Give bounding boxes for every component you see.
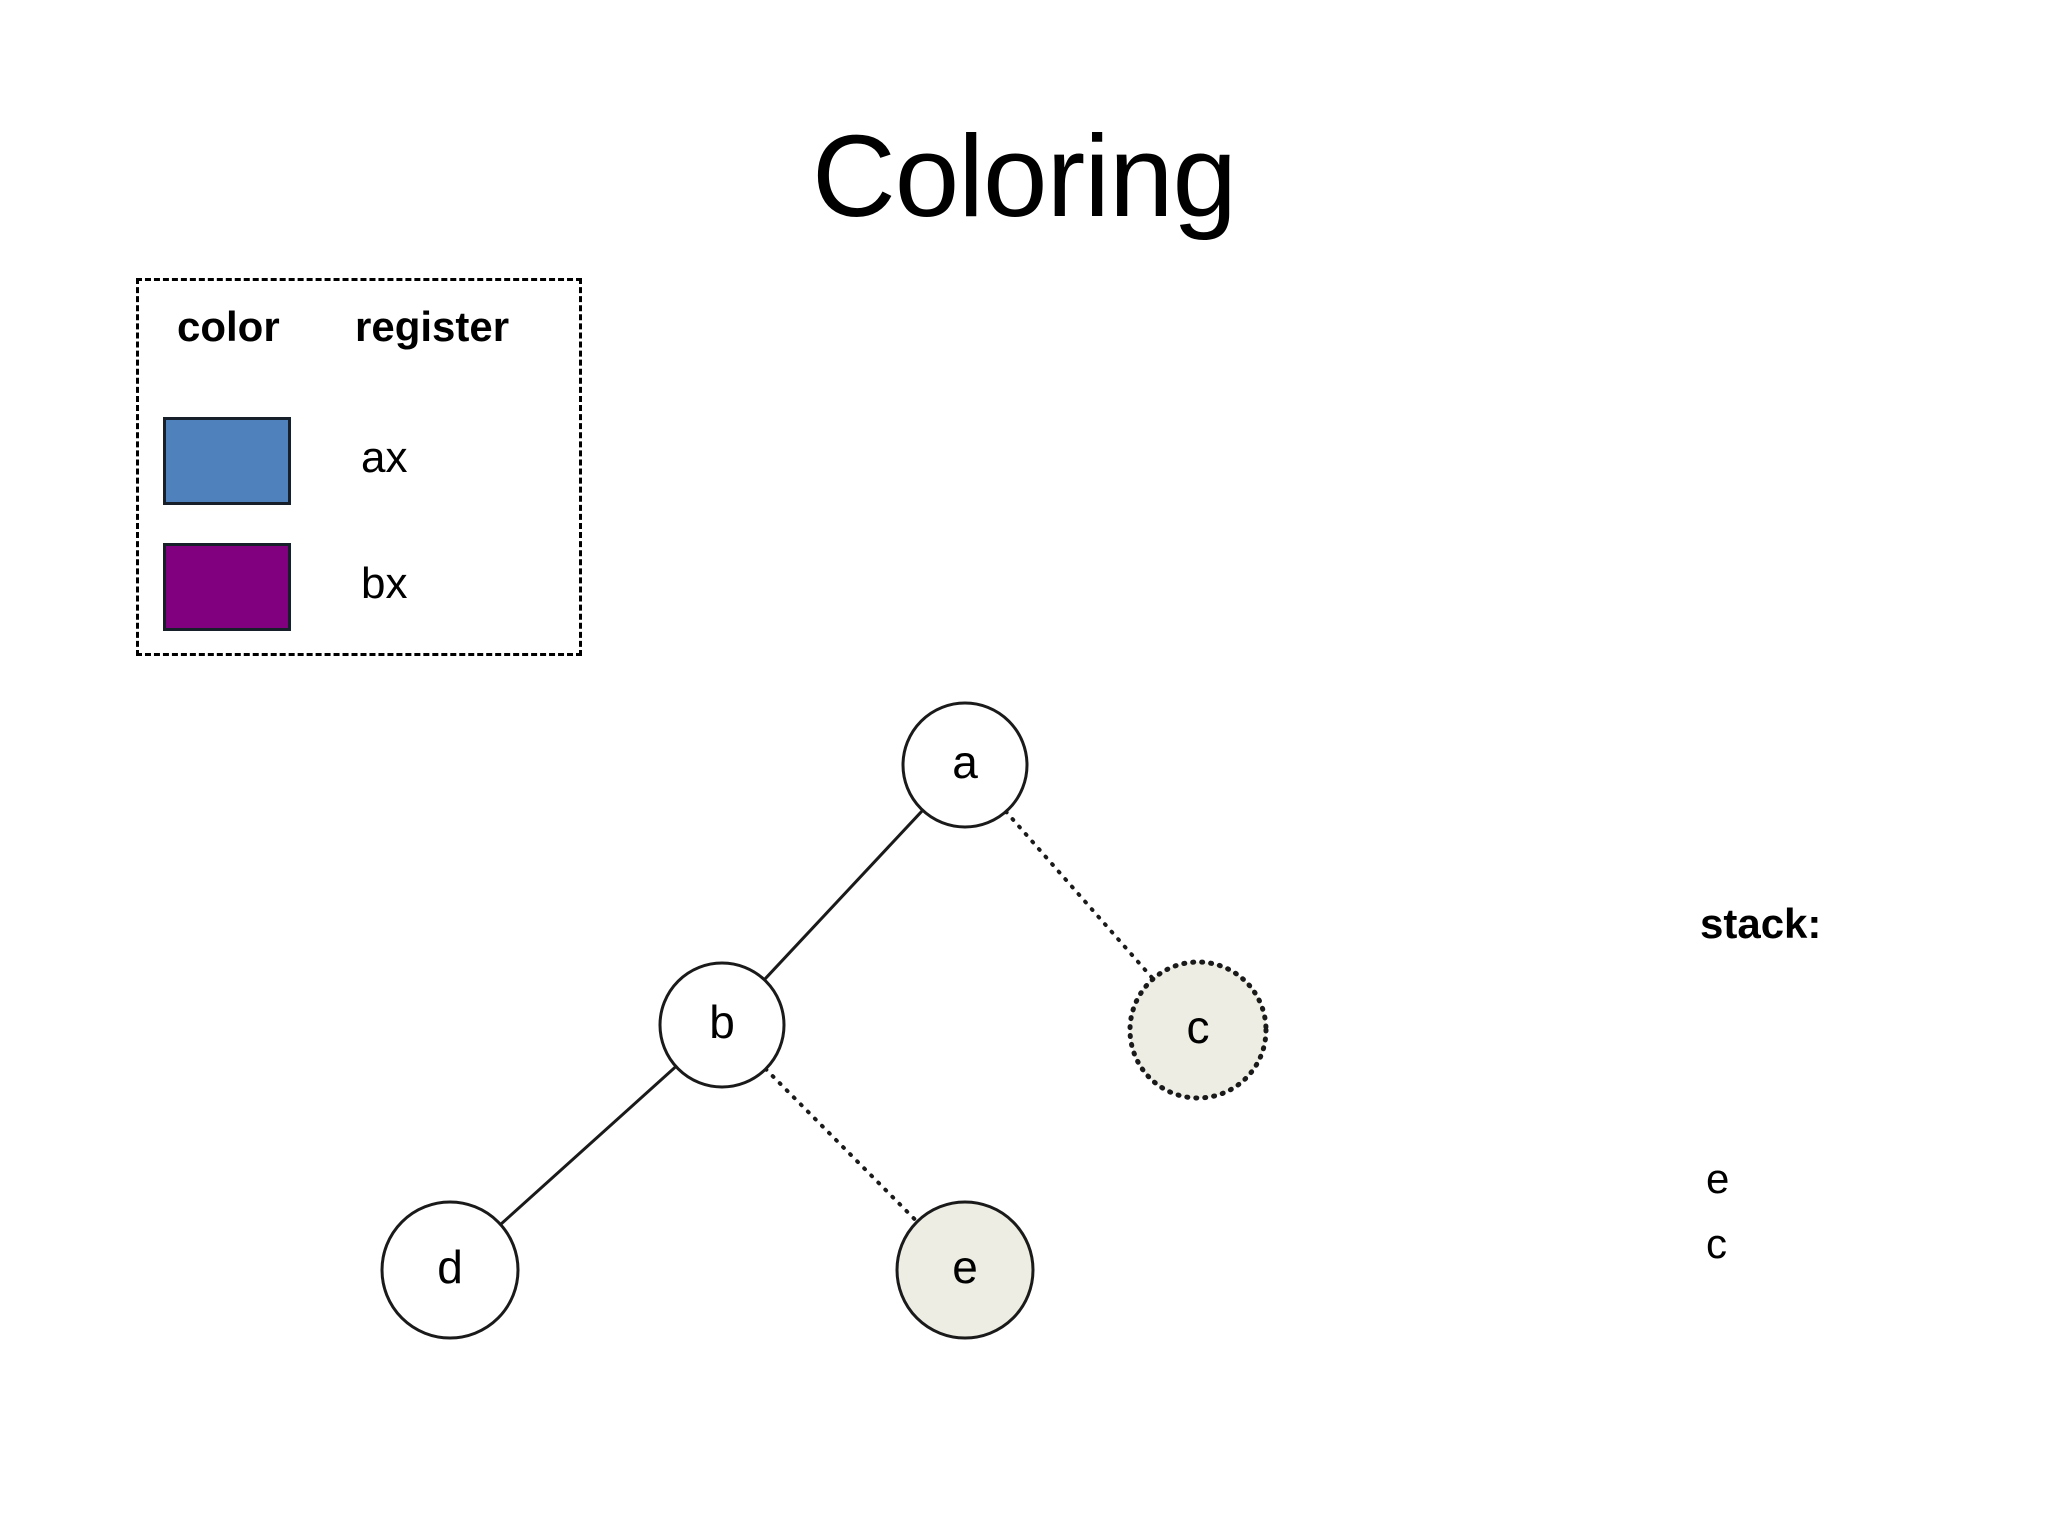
graph-edge-b-d <box>499 1065 677 1226</box>
legend-register-label: ax <box>361 433 408 482</box>
page-title: Coloring <box>812 111 1237 241</box>
graph-node-a[interactable] <box>901 701 1029 829</box>
legend-swatch-purple <box>163 543 291 631</box>
graph-edge-layer <box>499 809 1156 1226</box>
legend-header-register: register <box>355 303 510 350</box>
stack-item: c <box>1706 1220 1727 1267</box>
graph-node-layer <box>380 701 1269 1340</box>
legend-register-label: bx <box>361 559 408 608</box>
graph-node-b[interactable] <box>658 961 786 1089</box>
graph-edge-a-c <box>1003 809 1156 981</box>
legend-row: ax <box>139 417 579 507</box>
legend-swatch-blue <box>163 417 291 505</box>
graph-node-c[interactable] <box>1127 959 1269 1101</box>
graph-edge-a-b <box>763 809 924 981</box>
legend-row: bx <box>139 543 579 633</box>
legend-header-color: color <box>177 303 280 350</box>
stack-item: e <box>1706 1155 1730 1202</box>
graph-node-e[interactable] <box>895 1200 1035 1340</box>
graph-edge-b-e <box>763 1067 920 1224</box>
color-register-legend: color register ax bx <box>136 278 582 656</box>
graph-node-d[interactable] <box>380 1200 520 1340</box>
stack-heading: stack: <box>1700 900 1822 947</box>
